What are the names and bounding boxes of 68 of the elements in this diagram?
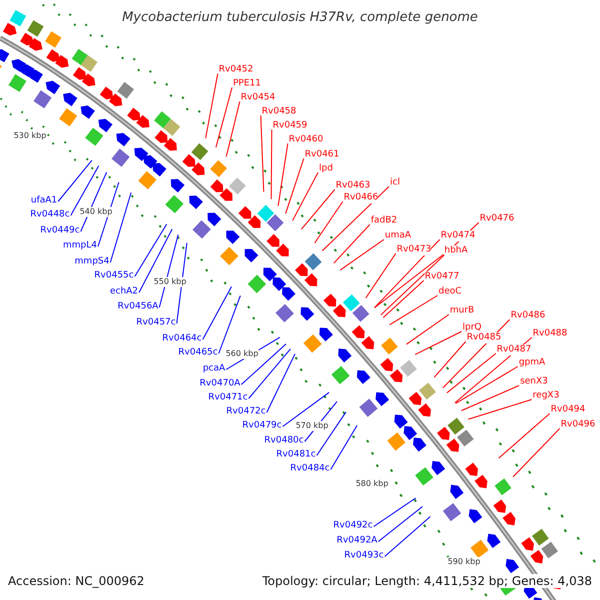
gene-label: lpd <box>319 164 333 174</box>
gene-label: mmpS4 <box>74 256 110 268</box>
leader-line <box>248 348 291 399</box>
leader-line <box>406 314 450 345</box>
scale-label: 540 kbp <box>80 207 112 217</box>
title: Mycobacterium tuberculosis H37Rv, complete genome <box>122 10 478 26</box>
accession-text: Accession: NC_000962 <box>8 574 144 588</box>
gene-label: Rv0474 <box>440 230 476 242</box>
leader-line <box>266 353 296 413</box>
gene-label: gpmA <box>518 358 546 368</box>
leader-line <box>240 344 287 385</box>
leader-line <box>378 506 423 542</box>
leader-line <box>333 224 370 264</box>
leader-line <box>468 399 532 420</box>
leader-line <box>374 239 440 308</box>
leader-line <box>270 129 272 200</box>
leader-line <box>134 224 168 277</box>
gene-label: Rv0466 <box>344 192 378 204</box>
leader-line <box>292 172 319 221</box>
gene-label: lprQ <box>462 322 482 334</box>
gene-label: Rv0485 <box>466 332 502 344</box>
leader-line <box>446 353 496 394</box>
leader-line <box>202 286 232 340</box>
leader-line <box>498 413 550 459</box>
leader-line <box>330 424 358 470</box>
leader-line <box>384 516 431 557</box>
leader-line <box>205 73 218 139</box>
leader-line <box>176 242 188 324</box>
leader-line <box>70 165 100 216</box>
leader-line <box>158 234 179 308</box>
leader-line <box>460 385 520 412</box>
leader-line <box>512 428 560 478</box>
leader-line <box>373 497 416 527</box>
scale-label: 590 kbp <box>448 557 480 567</box>
leader-line <box>414 331 462 356</box>
gene-label: pcaA <box>202 364 226 374</box>
leader-line <box>455 366 518 404</box>
scale-label: 580 kbp <box>356 479 388 489</box>
leader-line <box>58 160 92 202</box>
leader-line <box>138 228 173 293</box>
gene-label: mmpL4 <box>63 240 97 252</box>
leader-line <box>434 341 466 378</box>
leader-line <box>389 295 438 326</box>
leader-line <box>215 87 232 148</box>
genome-info-text: Topology: circular; Length: 4,411,532 bp; Genes: 4,038 <box>262 574 592 588</box>
leader-line <box>300 189 336 230</box>
leader-line <box>218 295 241 354</box>
leader-line <box>314 201 344 244</box>
scale-label: 550 kbp <box>154 277 186 287</box>
gene-label: Rv0487 <box>496 344 532 356</box>
leader-line <box>260 115 264 192</box>
leader-line <box>365 253 396 298</box>
gene-label: regX3 <box>532 390 560 402</box>
leader-line <box>374 254 444 308</box>
leader-line <box>226 101 240 158</box>
scale-label: 570 kbp <box>296 421 328 431</box>
leader-line <box>110 192 132 263</box>
leader-line <box>382 280 424 318</box>
leader-line <box>285 158 304 214</box>
scale-label: 560 kbp <box>226 349 258 359</box>
gene-label: Rv0473 <box>396 244 432 256</box>
scale-label: 530 kbp <box>14 131 46 141</box>
leader-line <box>340 239 384 271</box>
gene-label: hbhA <box>444 246 468 256</box>
leader-line <box>278 143 288 206</box>
leader-line <box>282 392 330 427</box>
leader-line <box>316 412 346 456</box>
leader-line <box>322 186 390 252</box>
